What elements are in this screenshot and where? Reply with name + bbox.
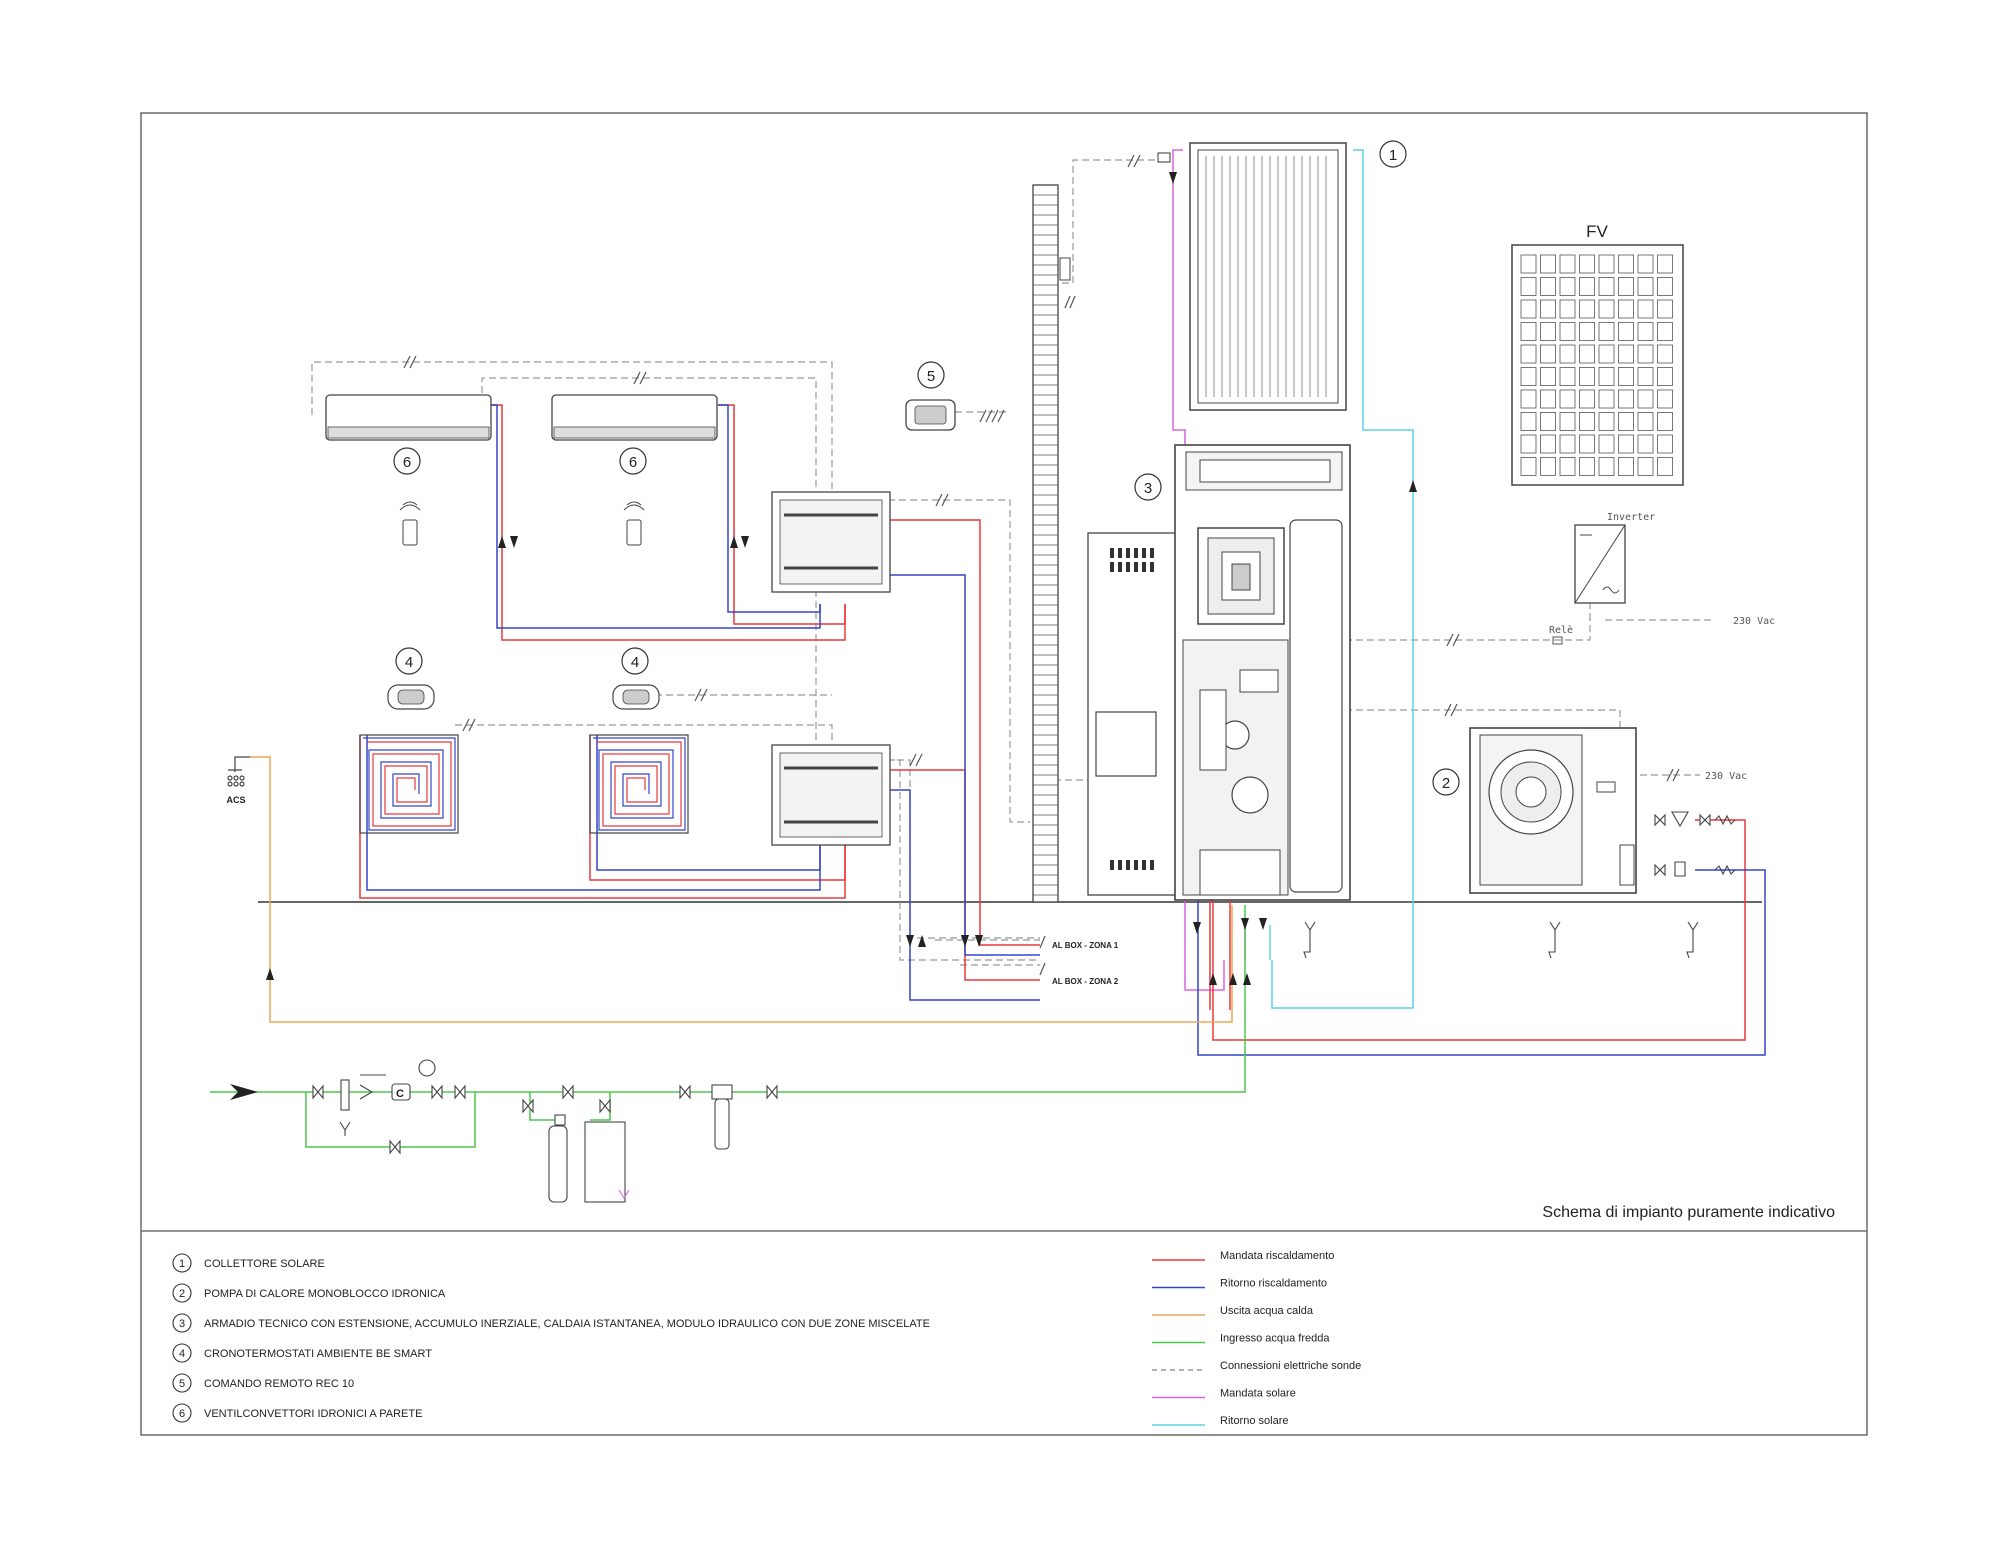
callout-4a-label: 4 (405, 654, 413, 671)
floor-heating-panel-a (359, 734, 459, 834)
callout-remote-control: 5 (917, 361, 945, 389)
legend-number-circle (172, 1283, 192, 1303)
manifold-lower (771, 744, 891, 846)
legend-number: 5 (179, 1378, 185, 1390)
legend-line-item: Mandata riscaldamento (1152, 1250, 1334, 1262)
legend-component-item: 1 COLLETTORE SOLARE (172, 1253, 325, 1273)
callout-4b-label: 4 (631, 654, 639, 671)
legend-component-text: COLLETTORE SOLARE (204, 1258, 325, 1270)
remote-icon-a (399, 501, 421, 546)
legend-line-item: Uscita acqua calda (1152, 1305, 1314, 1317)
legend-line-text: Ingresso acqua fredda (1220, 1333, 1330, 1345)
inverter (1574, 524, 1626, 604)
pv-label: FV (1586, 222, 1608, 241)
pv-panel (1511, 244, 1684, 486)
heat-pump-fittings (1654, 811, 1736, 877)
acs-label: ACS (226, 795, 245, 805)
legend-component-item: 4 CRONOTERMOSTATI AMBIENTE BE SMART (172, 1343, 432, 1363)
legend-line-item: Mandata solare (1152, 1388, 1296, 1400)
callout-2-label: 2 (1442, 775, 1450, 792)
legend-component-text: POMPA DI CALORE MONOBLOCCO IDRONICA (204, 1288, 446, 1300)
fan-coil-b (551, 394, 718, 441)
drain-symbols (1303, 921, 1699, 959)
callout-3-label: 3 (1144, 480, 1152, 497)
legend-component-text: CRONOTERMOSTATI AMBIENTE BE SMART (204, 1348, 432, 1360)
callout-solar-collector: 1 (1379, 140, 1407, 168)
manifold-upper (771, 491, 891, 593)
legend-number-circle (172, 1343, 192, 1363)
floor-heating-panel-b (589, 734, 689, 834)
legend-line-text: Ritorno solare (1220, 1415, 1288, 1427)
solar-collector (1157, 142, 1347, 411)
diagram-caption: Schema di impianto puramente indicativo (1542, 1204, 1835, 1221)
collector-tag: C (396, 1088, 404, 1100)
thermostat-device-a (387, 684, 435, 710)
callout-fan-coil-b: 6 (619, 447, 647, 475)
rele-label: Relè (1549, 624, 1573, 636)
legend-line-text: Mandata riscaldamento (1220, 1250, 1334, 1262)
callout-thermostat-b: 4 (621, 647, 649, 675)
legend-component-item: 3 ARMADIO TECNICO CON ESTENSIONE, ACCUMUL… (172, 1313, 930, 1333)
legend-line-item: Ritorno solare (1152, 1415, 1288, 1427)
legend-number: 6 (179, 1408, 185, 1420)
legend-number: 3 (179, 1318, 185, 1330)
brick-wall (1032, 184, 1071, 903)
legend-number-circle (172, 1253, 192, 1273)
inverter-label: Inverter (1607, 512, 1655, 523)
legend-component-item: 5 COMANDO REMOTO REC 10 (172, 1373, 354, 1393)
callout-thermostat-a: 4 (395, 647, 423, 675)
callout-technical-cabinet: 3 (1134, 473, 1162, 501)
remote-control-device (905, 399, 956, 431)
legend-number-circle (172, 1373, 192, 1393)
callout-6b-label: 6 (629, 454, 637, 471)
legend-component-text: VENTILCONVETTORI IDRONICI A PARETE (204, 1408, 422, 1420)
legend-components: 1 COLLETTORE SOLARE 2 POMPA DI CALORE MONOB… (172, 1253, 930, 1423)
legend-number: 1 (179, 1258, 185, 1270)
drawing-frame (140, 112, 1868, 1436)
legend-component-text: COMANDO REMOTO REC 10 (204, 1378, 354, 1390)
inlet-valves (312, 1059, 778, 1203)
legend-line-text: Connessioni elettriche sonde (1220, 1360, 1361, 1372)
shower-icon (227, 756, 250, 787)
zone1-label: AL BOX - ZONA 1 (1052, 941, 1119, 950)
callout-1-label: 1 (1389, 147, 1397, 164)
legend-number-circle (172, 1313, 192, 1333)
legend-line-text: Mandata solare (1220, 1388, 1296, 1400)
remote-icon-b (623, 501, 645, 546)
callout-heat-pump: 2 (1432, 768, 1460, 796)
thermostat-device-b (612, 684, 660, 710)
zone2-label: AL BOX - ZONA 2 (1052, 977, 1119, 986)
legend-component-item: 6 VENTILCONVETTORI IDRONICI A PARETE (172, 1403, 422, 1423)
fan-coil-a (325, 394, 492, 441)
legend-line-item: Ingresso acqua fredda (1152, 1333, 1330, 1345)
heat-pump (1469, 727, 1637, 894)
callout-6a-label: 6 (403, 454, 411, 471)
callout-5-label: 5 (927, 368, 935, 385)
legend-number-circle (172, 1403, 192, 1423)
vac-label-1: 230 Vac (1733, 616, 1775, 627)
callout-fan-coil-a: 6 (393, 447, 421, 475)
flow-arrows (230, 172, 1417, 1100)
legend-number: 4 (179, 1348, 185, 1360)
technical-cabinet (1087, 444, 1351, 901)
legend-component-text: ARMADIO TECNICO CON ESTENSIONE, ACCUMULO… (204, 1318, 930, 1330)
legend-number: 2 (179, 1288, 185, 1300)
rele-icon (1552, 636, 1563, 645)
legend-line-item: Connessioni elettriche sonde (1152, 1360, 1361, 1372)
legend-line-text: Uscita acqua calda (1220, 1305, 1314, 1317)
legend-line-item: Ritorno riscaldamento (1152, 1278, 1327, 1290)
legend-component-item: 2 POMPA DI CALORE MONOBLOCCO IDRONICA (172, 1283, 446, 1303)
vac-label-2: 230 Vac (1705, 771, 1747, 782)
legend-line-text: Ritorno riscaldamento (1220, 1278, 1327, 1290)
cable-slashes (403, 154, 1680, 976)
